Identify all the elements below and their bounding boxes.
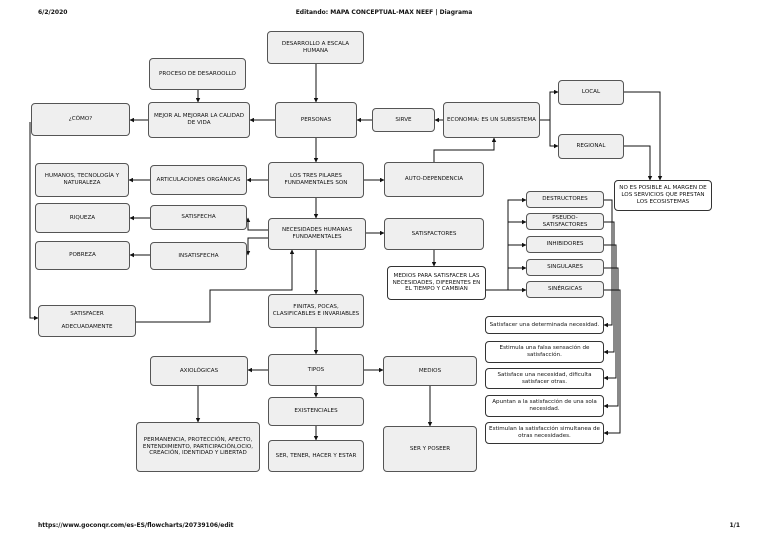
node-satisfacer[interactable]: SATISFACER ADECUADAMENTE	[38, 305, 136, 337]
edge-economia-regional	[540, 119, 559, 149]
node-necesidades[interactable]: NECESIDADES HUMANAS FUNDAMENTALES	[268, 218, 366, 250]
footer-url: https://www.goconqr.com/es-ES/flowcharts…	[38, 522, 234, 529]
edge-destructores-desc	[603, 199, 613, 328]
node-desarrollo[interactable]: DESARROLLO A ESCALA HUMANA	[267, 31, 364, 64]
node-pilares[interactable]: LOS TRES PILARES FUNDAMENTALES SON	[268, 162, 364, 198]
node-desc-pseudo[interactable]: Estimula una falsa sensación de satisfac…	[485, 341, 604, 363]
print-date: 6/2/2020	[38, 9, 68, 16]
node-medios-satisfacer[interactable]: MEDIOS PARA SATISFACER LAS NECESIDADES, …	[387, 266, 486, 300]
edge-pseudo-desc	[603, 221, 615, 355]
edge-local-nota	[624, 91, 663, 181]
edge-regional-nota	[624, 145, 653, 181]
node-desc-singulares[interactable]: Apuntan a la satisfacción de una sola ne…	[485, 395, 604, 417]
node-proceso[interactable]: PROCESO DE DESAROOLLO	[149, 58, 246, 90]
node-existenciales[interactable]: EXISTENCIALES	[268, 397, 364, 426]
node-humanos[interactable]: HUMANOS, TECNOLOGÍA Y NATURALEZA	[35, 163, 129, 197]
node-local[interactable]: LOCAL	[558, 80, 624, 105]
node-medios[interactable]: MEDIOS	[383, 356, 477, 386]
node-permanencia[interactable]: PERMANENCIA, PROTECCIÓN, AFECTO, ENTENDI…	[136, 422, 260, 472]
node-insatisfecha[interactable]: INSATISFECHA	[150, 242, 247, 270]
node-destructores[interactable]: DESTRUCTORES	[526, 191, 604, 208]
node-sirve[interactable]: SIRVE	[372, 108, 435, 132]
node-desc-destructores[interactable]: Satisfacer una determinada necesidad.	[485, 316, 604, 334]
node-axiologicas[interactable]: AXIOLÓGICAS	[150, 356, 248, 386]
page-title: Editando: MAPA CONCEPTUAL-MAX NEEF | Dia…	[295, 9, 473, 16]
node-desc-sinergicas[interactable]: Estimulan la satisfacción simultanea de …	[485, 422, 604, 444]
edge-satisfacer-necesidades	[136, 249, 295, 323]
node-singulares[interactable]: SINGULARES	[526, 259, 604, 276]
node-tipos[interactable]: TIPOS	[268, 354, 364, 386]
node-mejor[interactable]: MEJOR AL MEJORAR LA CALIDAD DE VIDA	[148, 102, 250, 138]
satisfacer-line-1: SATISFACER	[70, 311, 104, 318]
edge-economia-local	[540, 89, 559, 121]
node-no-es-posible[interactable]: NO ES POSIBLE AL MARGEN DE LOS SERVICIOS…	[614, 180, 712, 211]
node-satisfactores[interactable]: SATISFACTORES	[384, 218, 484, 250]
node-autodependencia[interactable]: AUTO-DEPENDENCIA	[384, 162, 484, 197]
node-pseudo[interactable]: PSEUDO-SATISFACTORES	[526, 213, 604, 230]
satisfacer-line-2: ADECUADAMENTE	[61, 324, 113, 330]
node-economia[interactable]: ECONOMIA: ES UN SUBSISTEMA	[443, 102, 540, 138]
node-inhibidores[interactable]: INHIBIDORES	[526, 236, 604, 253]
node-satisfecha[interactable]: SATISFECHA	[150, 205, 247, 230]
edge-inhibidores-desc	[603, 244, 617, 381]
node-personas[interactable]: PERSONAS	[275, 102, 357, 138]
edge-como-satisfacer	[29, 122, 39, 321]
edge-autodependencia-economia	[433, 137, 497, 162]
edge-singulares-desc	[603, 267, 619, 409]
node-regional[interactable]: REGIONAL	[558, 134, 624, 159]
node-sinergicas[interactable]: SINÉRGICAS	[526, 281, 604, 298]
edge-sinergicas-desc	[603, 289, 621, 436]
node-pobreza[interactable]: POBREZA	[35, 241, 130, 270]
edge-necesidades-insatisfecha	[245, 237, 268, 256]
edge-necesidades-satisfecha	[245, 217, 268, 231]
node-riqueza[interactable]: RIQUEZA	[35, 203, 130, 233]
node-ser-poseer[interactable]: SER Y POSEER	[383, 426, 477, 472]
node-desc-inhibidores[interactable]: Satisface una necesidad, dificulta satis…	[485, 368, 604, 389]
node-finitas[interactable]: FINITAS, POCAS, CLASIFICABLES E INVARIAB…	[268, 294, 364, 328]
node-como[interactable]: ¿CÓMO?	[31, 103, 130, 136]
node-articulaciones[interactable]: ARTICULACIONES ORGÁNICAS	[150, 165, 247, 195]
footer-page: 1/1	[729, 522, 740, 529]
node-ser-tener[interactable]: SER, TENER, HACER Y ESTAR	[268, 440, 364, 472]
